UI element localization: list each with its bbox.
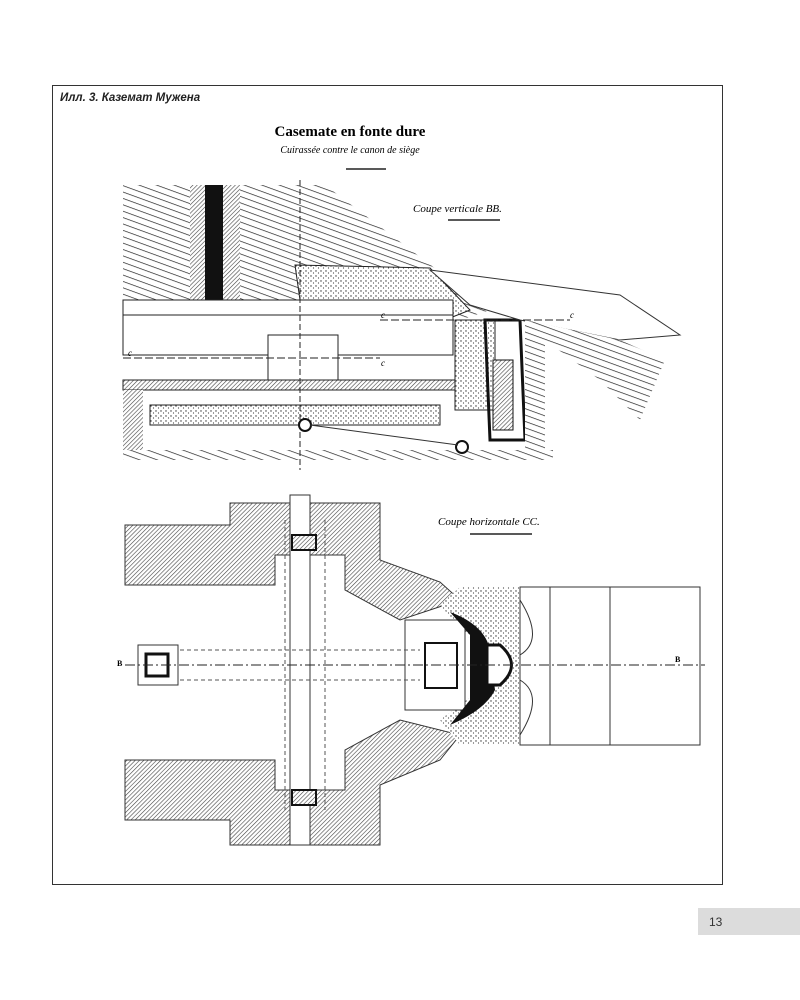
vertical-section: c c c c [122, 180, 682, 470]
page-number: 13 [698, 908, 800, 935]
casemate-drawing: Casemate en fonte dure Cuirassée contre … [117, 124, 705, 846]
marker-c: c [570, 310, 574, 320]
marker-b: B [117, 659, 123, 668]
marker-c: c [128, 348, 132, 358]
drawing-subtitle: Cuirassée contre le canon de siège [280, 145, 420, 156]
marker-b: B [675, 655, 681, 664]
horizontal-section: B B [117, 494, 705, 846]
horizontal-section-label: Coupe horizontale CC. [438, 516, 540, 528]
figure-frame [52, 85, 723, 885]
marker-c: c [381, 358, 385, 368]
vertical-section-label: Coupe verticale BB. [413, 203, 502, 215]
figure-caption: Илл. 3. Каземат Мужена [60, 92, 201, 104]
drawing-title: Casemate en fonte dure [275, 124, 426, 140]
marker-c: c [381, 310, 385, 320]
